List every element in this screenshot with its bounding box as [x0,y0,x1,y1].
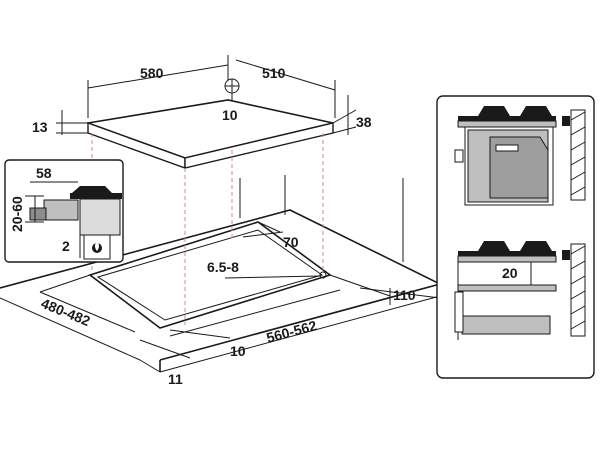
dim-cutout-width: 560-562 [265,317,319,346]
hob-dimension-lines [56,55,357,135]
dim-oven-gap: 20 [502,265,518,281]
dim-depth: 510 [262,65,286,81]
dim-burner-gap: 2 [62,238,70,254]
dim-cutout-depth: 480-482 [39,295,93,329]
dim-gas-inlet: 10 [222,107,238,123]
dim-back-offset: 70 [283,234,299,250]
dim-front-offset: 10 [230,343,246,359]
dim-corner-radius: 6.5-8 [207,259,239,275]
dim-width: 580 [140,65,164,81]
corner-radius-marker [319,271,327,279]
burner-detail-inset [4,159,124,263]
dim-side-offset: 110 [393,287,416,303]
dim-front-margin: 11 [168,371,183,387]
dim-height-right: 38 [356,114,372,130]
hob [84,78,334,169]
dim-glass-thickness: 13 [32,119,48,135]
dim-burner-width: 58 [36,165,52,181]
cutout-dimension-lines [39,221,441,359]
oven-installation-panel [436,95,595,379]
dim-burner-height: 20-60 [9,196,25,232]
